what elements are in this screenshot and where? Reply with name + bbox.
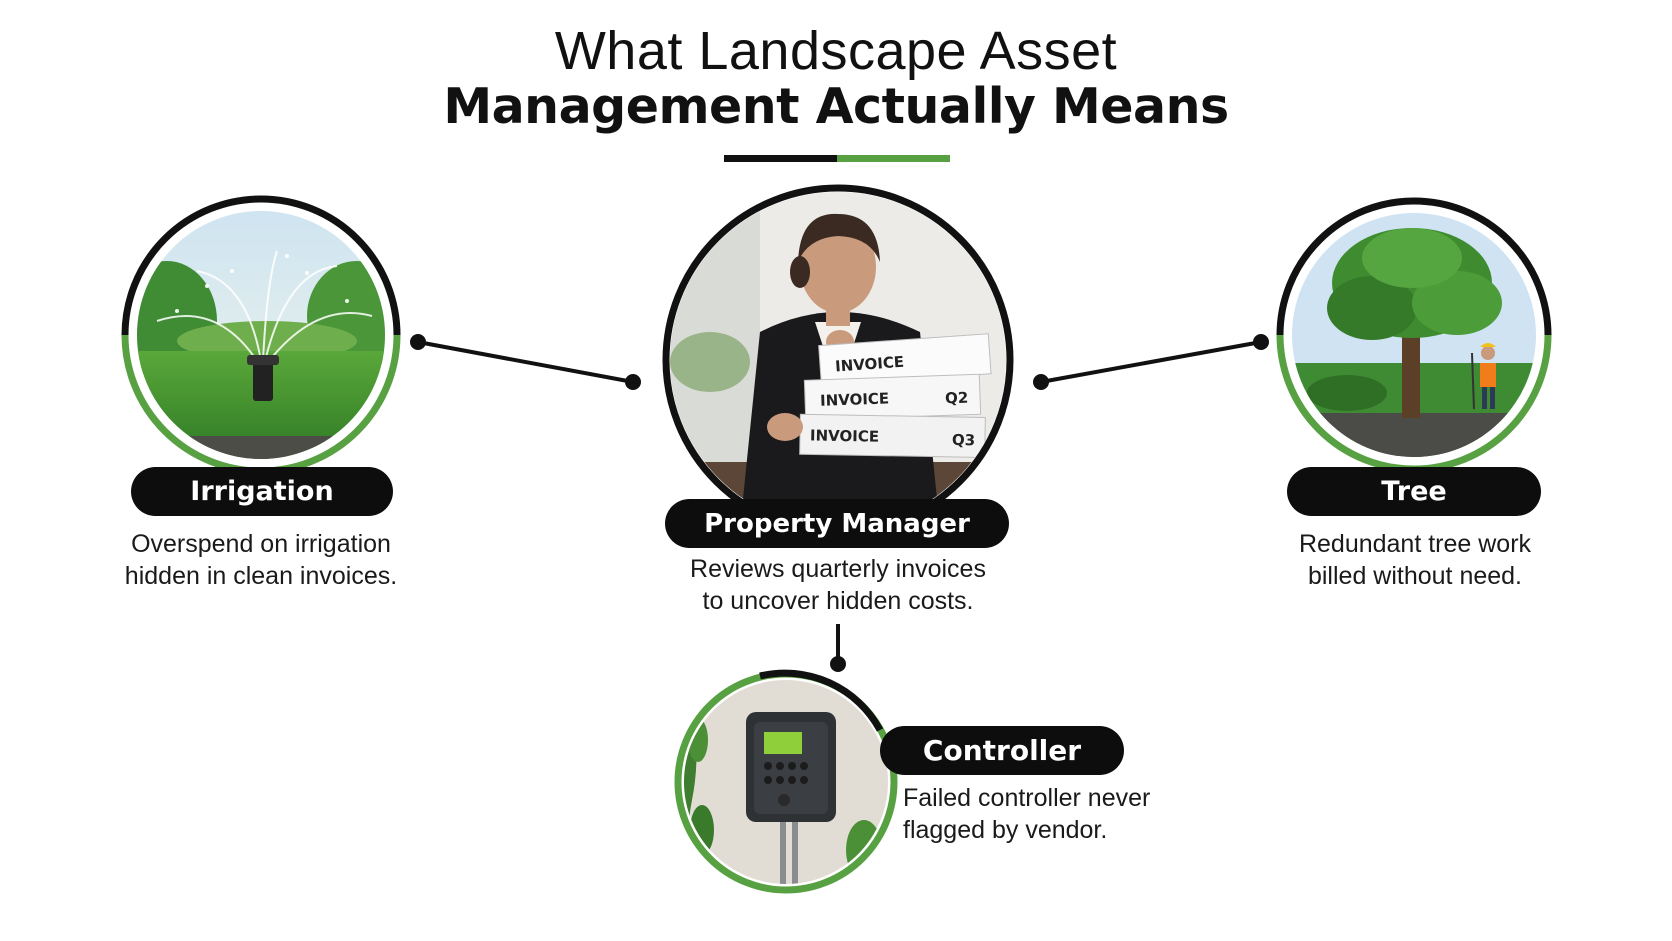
controller-label: Controller [880,726,1124,775]
connector-dot [625,374,641,390]
tree-image [1292,213,1536,457]
invoice-label: INVOICE [810,426,879,445]
irrigation-description: Overspend on irrigation hidden in clean … [106,528,416,592]
tree-icon [1292,213,1536,457]
connector-dot [830,656,846,672]
manager-description: Reviews quarterly invoices to uncover hi… [658,553,1018,617]
invoice-review-icon: INVOICE INVOICE Q2 INVOICE Q3 [670,192,1006,528]
connector-dot [410,334,426,350]
irrigation-desc-line-1: Overspend on irrigation [131,530,391,558]
title-line-2: Management Actually Means [443,78,1229,135]
invoice-label: INVOICE [820,389,890,409]
tree-description: Redundant tree work billed without need. [1260,528,1570,592]
manager-desc-line-2: to uncover hidden costs. [702,587,974,615]
tree-desc-line-1: Redundant tree work [1298,530,1532,558]
connector-irrigation [417,340,634,384]
controller-ring-dark [759,669,884,732]
manager-image: INVOICE INVOICE Q2 INVOICE Q3 [670,192,1006,528]
irrigation-label: Irrigation [131,467,393,516]
invoice-label: INVOICE [835,353,905,376]
manager-label: Property Manager [665,499,1009,548]
tree-ring-dark [1276,197,1552,336]
sprinkler-icon [137,211,385,459]
title-line-1: What Landscape Asset [554,21,1118,81]
title-underline-dark [724,155,837,162]
connector-tree [1040,340,1262,384]
quarter-label: Q3 [952,431,976,449]
controller-desc-line-1: Failed controller never [903,784,1151,812]
irrigation-desc-line-2: hidden in clean invoices. [124,562,398,590]
irrigation-image [137,211,385,459]
controller-description: Failed controller never flagged by vendo… [903,782,1223,846]
tree-label: Tree [1287,467,1541,516]
controller-desc-line-2: flagged by vendor. [903,816,1108,844]
controller-icon [684,680,888,884]
tree-desc-line-2: billed without need. [1307,562,1523,590]
connector-dot [1253,334,1269,350]
manager-desc-line-1: Reviews quarterly invoices [690,555,986,583]
connector-dot [1033,374,1049,390]
irrigation-ring-dark [121,195,401,336]
quarter-label: Q2 [945,389,969,408]
controller-image [684,680,888,884]
title-underline-green [837,155,950,162]
